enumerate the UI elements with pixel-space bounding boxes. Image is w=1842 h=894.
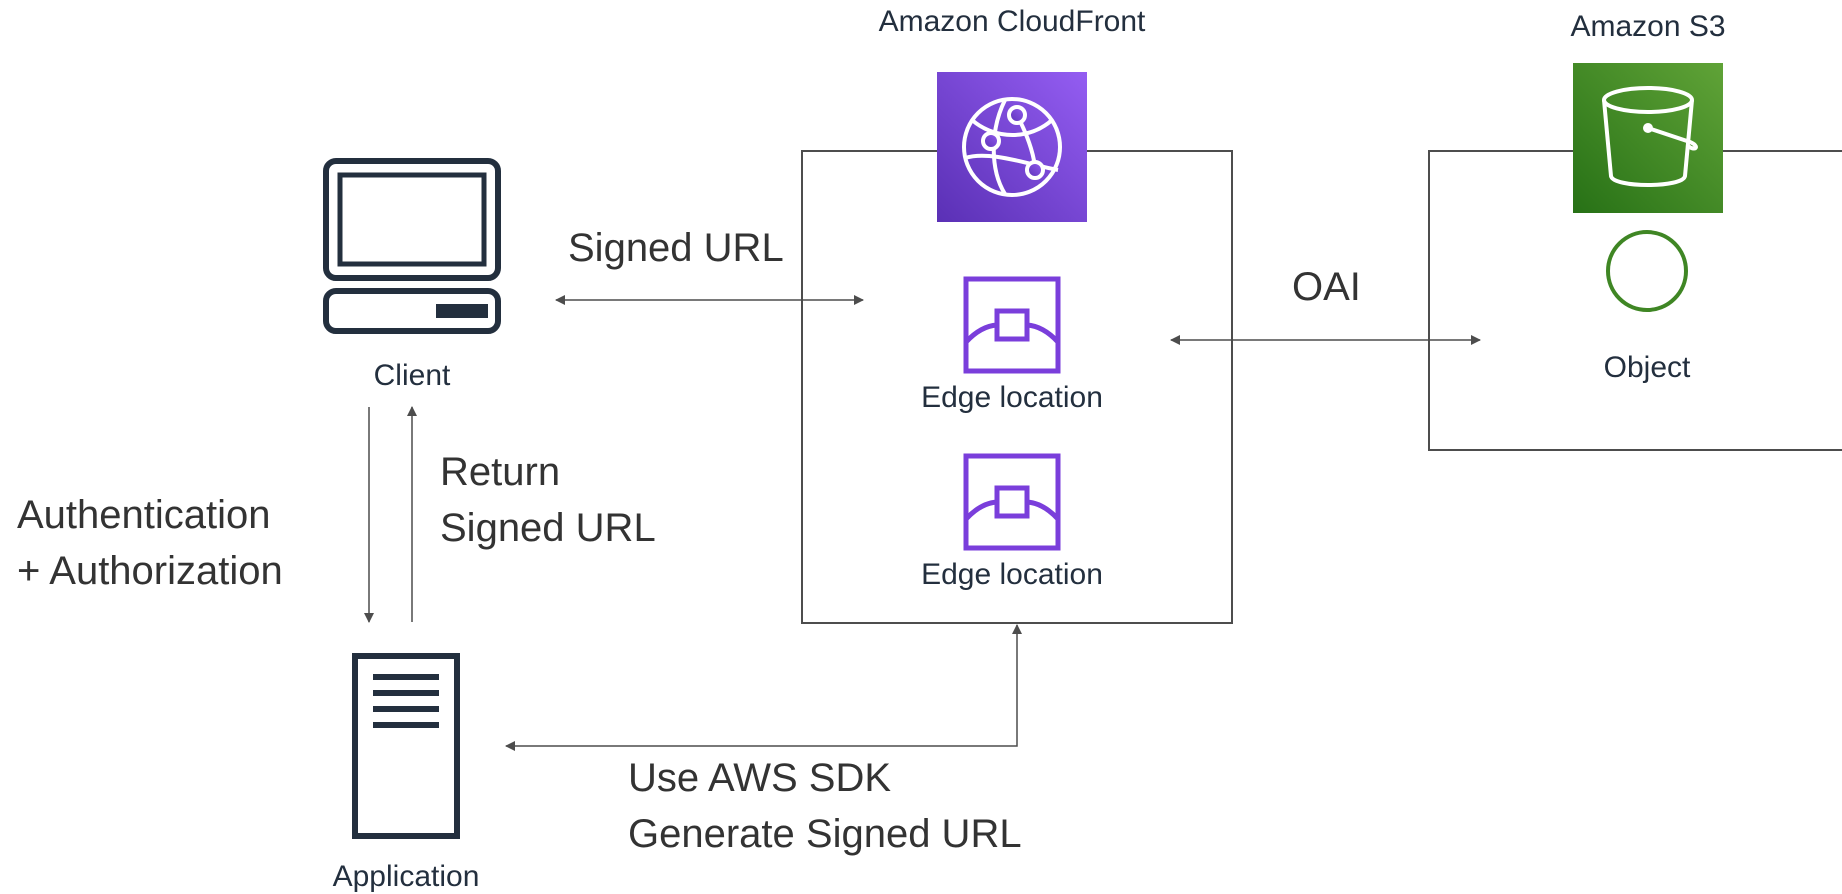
edge-location-icon [963,276,1061,374]
return-label-line1: Return [440,450,560,494]
arrow-application-cloudfront [505,624,1022,751]
oai-label: OAI [1292,265,1361,309]
edge-location-label-2: Edge location [921,558,1103,591]
sdk-label-line1: Use AWS SDK [628,756,891,800]
cloudfront-service-icon [937,72,1087,222]
auth-label-line1: Authentication [17,493,271,537]
edge-location-icon [963,453,1061,551]
application-label: Application [333,860,480,893]
client-label: Client [374,359,451,392]
signed-url-label: Signed URL [568,226,784,270]
cloudfront-title: Amazon CloudFront [879,5,1146,38]
s3-title: Amazon S3 [1570,10,1725,43]
return-label-line2: Signed URL [440,506,656,550]
server-icon [352,653,460,839]
desktop-computer-icon [323,158,501,334]
auth-label-line2: + Authorization [17,549,283,593]
object-label: Object [1604,351,1691,384]
sdk-label-line2: Generate Signed URL [628,812,1022,856]
edge-location-label-1: Edge location [921,381,1103,414]
object-icon [1606,230,1688,312]
s3-service-icon [1573,63,1723,213]
